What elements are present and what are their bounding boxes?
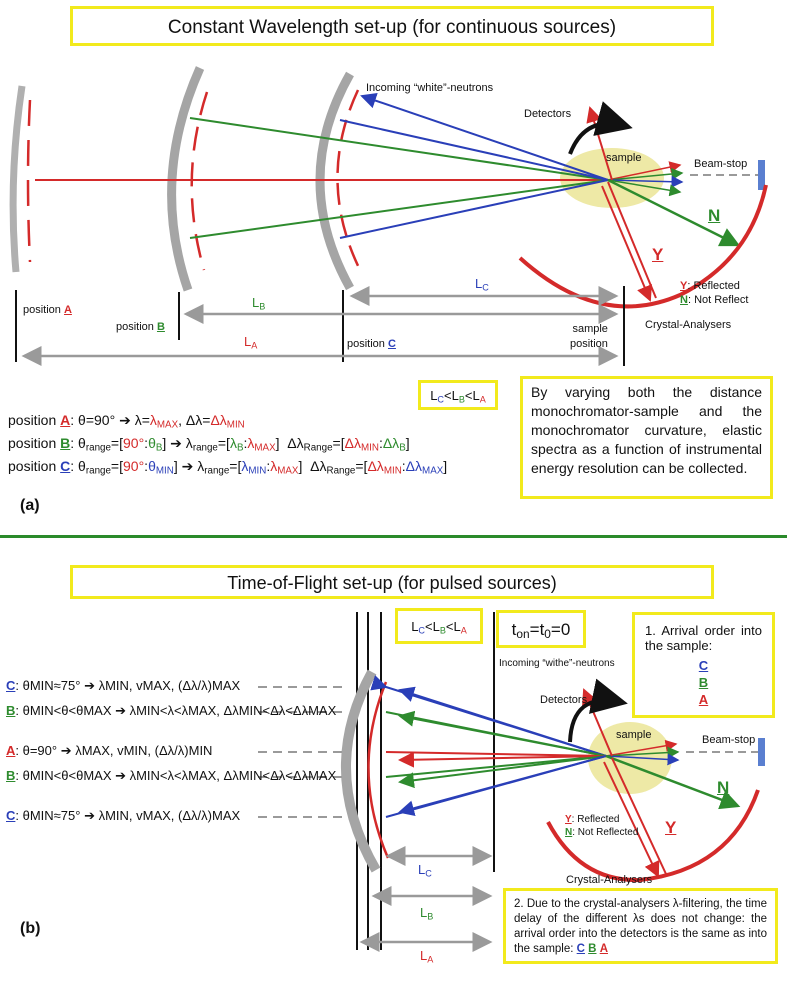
diagram-a <box>9 66 768 366</box>
detectors-label-b: Detectors <box>540 694 588 706</box>
y-label-a: Y <box>652 245 664 264</box>
note-order-b: B <box>588 943 597 955</box>
order-b: B <box>698 675 709 690</box>
legend-notreflected-a: N: Not Reflect <box>680 294 749 306</box>
panel-label-a: (a) <box>20 497 40 514</box>
title-box-a: Constant Wavelength set-up (for continuo… <box>70 6 714 46</box>
arrival-order-box: 1. Arrival order into the sample: C B A <box>632 612 775 718</box>
inequality-box-b: LC<LB<LA <box>395 608 483 644</box>
lc-label-a: LC <box>475 276 489 293</box>
ton-box: ton=t0=0 <box>496 610 586 648</box>
monochromator-b <box>340 669 390 873</box>
title-box-b: Time-of-Flight set-up (for pulsed source… <box>70 565 714 599</box>
y-label-b: Y <box>665 818 677 837</box>
distance-lines-a <box>15 286 625 366</box>
beam-stop-a <box>758 160 765 190</box>
n-label-b: N <box>717 778 730 797</box>
equation-position-b: position B: θrange=[90°:θB] ➔ λrange=[λB… <box>8 435 410 454</box>
note-order-a: A <box>599 943 608 955</box>
tof-line-1: C: θMIN≈75° ➔ λMIN, vMAX, (Δλ/λ)MAX <box>6 678 241 693</box>
beamstop-label-b: Beam-stop <box>702 734 756 746</box>
position-a-label: position A <box>23 304 72 316</box>
tof-line-5: C: θMIN≈75° ➔ λMIN, vMAX, (Δλ/λ)MAX <box>6 808 241 823</box>
legend-reflected-b: Y: Reflected <box>565 814 620 825</box>
legend-notreflected-b: N: Not Reflected <box>565 827 639 838</box>
description-box-a: By varying both the distance monochromat… <box>520 376 773 499</box>
position-b-label: position B <box>116 321 165 333</box>
monochromator-a <box>9 85 32 273</box>
beamstop-label-a: Beam-stop <box>694 158 748 170</box>
tof-line-3: A: θ=90° ➔ λMAX, vMIN, (Δλ/λ)MIN <box>6 743 213 758</box>
beam-stop-b <box>758 738 765 766</box>
detector-arc-a <box>568 101 633 155</box>
sample-label-a: sample <box>606 152 642 164</box>
tof-line-2: B: θMIN<θ<θMAX ➔ λMIN<λ<λMAX, ΔλMIN<Δλ<Δ… <box>6 703 337 718</box>
order-a: A <box>698 692 709 707</box>
legend-reflected-a: Y: Reflected <box>680 280 740 292</box>
crystal-label-b: Crystal-Analysers <box>566 874 653 886</box>
crystal-label-a: Crystal-Analysers <box>645 319 732 331</box>
lb-label-a: LB <box>252 295 266 312</box>
time-planes <box>356 612 495 950</box>
analyser-arc-b <box>546 789 760 883</box>
la-label-b: LA <box>420 948 434 965</box>
incoming-label-a: Incoming “white”-neutrons <box>366 82 494 94</box>
title-a: Constant Wavelength set-up (for continuo… <box>167 17 617 38</box>
inequality-box-a: LC<LB<LA <box>418 380 498 410</box>
order-c: C <box>698 658 709 673</box>
incoming-label-b: Incoming “withe”-neutrons <box>499 658 615 669</box>
title-b: Time-of-Flight set-up (for pulsed source… <box>227 573 557 593</box>
note-text: 2. Due to the crystal-analysers λ-filter… <box>514 898 767 955</box>
position-c-label: position C <box>347 338 396 350</box>
equation-position-a: position A: θ=90° ➔ λ=λMAX, Δλ=ΔλMIN <box>8 412 245 431</box>
lb-label-b: LB <box>420 905 434 922</box>
incoming-ray-a <box>360 92 609 181</box>
panel-divider <box>0 535 787 538</box>
arrival-order-title: 1. Arrival order into the sample: <box>645 623 762 653</box>
lc-label-b: LC <box>418 862 432 879</box>
la-label-a: LA <box>244 334 258 351</box>
detector-arc-b <box>568 678 628 743</box>
equation-position-c: position C: θrange=[90°:θMIN] ➔ λrange=[… <box>8 458 448 477</box>
tof-line-4: B: θMIN<θ<θMAX ➔ λMIN<λ<λMAX, ΔλMIN<Δλ<Δ… <box>6 768 337 783</box>
n-label-a: N <box>708 206 721 225</box>
panel-label-b: (b) <box>20 920 41 937</box>
detectors-label-a: Detectors <box>524 108 572 120</box>
distance-lines-b <box>359 846 493 952</box>
note-order-c: C <box>576 943 585 955</box>
note-box: 2. Due to the crystal-analysers λ-filter… <box>503 888 778 964</box>
diagram-b <box>258 612 765 952</box>
sample-label-b: sample <box>616 729 652 741</box>
